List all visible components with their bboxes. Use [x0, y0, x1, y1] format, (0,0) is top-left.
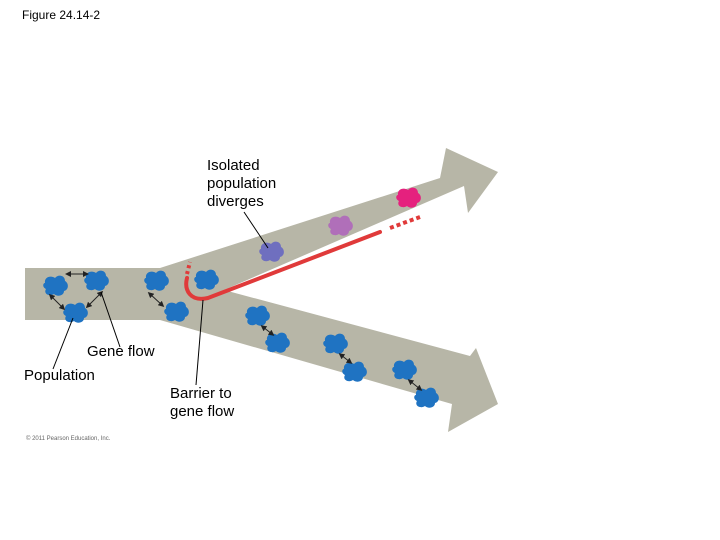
population-arrow-band: [25, 148, 498, 432]
isolated-population-label: Isolated population diverges: [207, 157, 277, 210]
gene-flow-arrow: [147, 291, 165, 308]
gene-flow-label: Gene flow: [87, 343, 155, 360]
geneflow-pointer: [100, 291, 121, 348]
barrier-label: Barrier to gene flow: [170, 385, 235, 420]
gene-flow-arrow: [48, 293, 66, 311]
barrier-line: [184, 230, 382, 301]
copyright-notice: © 2011 Pearson Education, Inc.: [26, 436, 111, 442]
isolated-pointer: [243, 211, 269, 249]
barrier-pointer: [195, 299, 204, 386]
gene-flow-arrow: [85, 290, 104, 309]
figure-title: Figure 24.14-2: [22, 8, 101, 22]
gene-flow-arrow: [407, 379, 423, 391]
population-label: Population: [24, 367, 95, 384]
population-pointer: [52, 317, 74, 370]
pointer-lines: [52, 211, 269, 386]
population-blob: [342, 361, 367, 382]
barrier-line-dashed-start: [185, 261, 192, 275]
gene-flow-arrow: [338, 353, 353, 364]
barrier-line-dashed-end: [389, 215, 421, 230]
gene-flow-arrow: [260, 325, 275, 336]
gene-flow-arrows: [48, 271, 423, 391]
population-blob: [414, 387, 439, 408]
